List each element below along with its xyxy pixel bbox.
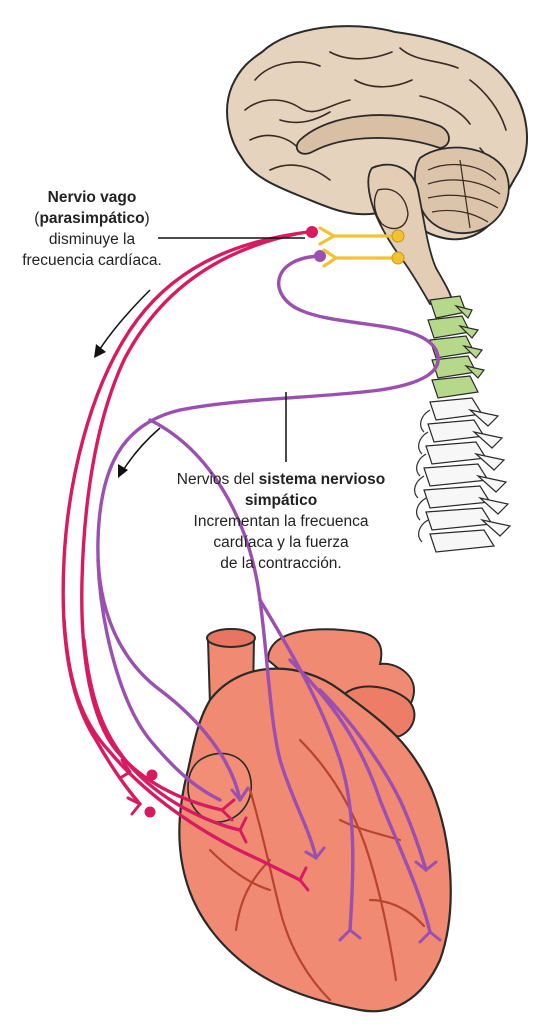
vagus-nerve-label: Nervio vago (parasimpático) disminuye la…: [6, 187, 178, 271]
vagus-line2: frecuencia cardíaca.: [22, 252, 162, 269]
cervical-vertebrae: [427, 295, 486, 399]
symp-line4: cardíaca y la fuerza: [213, 534, 349, 551]
heart-body: [178, 667, 452, 1013]
sympathetic-label: Nervios del sistema nervioso simpático I…: [150, 469, 412, 574]
corpus-callosum: [295, 114, 450, 155]
rib-stubs: [414, 409, 431, 543]
vagus-close-paren: ): [144, 210, 150, 227]
spine: [414, 295, 512, 553]
cerebellum-folia: [427, 159, 501, 229]
thoracic-vertebrae: [423, 397, 512, 553]
symp-line5: de la contracción.: [220, 555, 342, 572]
brain: [226, 25, 528, 305]
vagus-open-paren: (: [34, 210, 40, 227]
sympathetic-nerves: [96, 254, 440, 934]
synapse-forks: [318, 226, 398, 268]
vagus-ganglia: [144, 226, 318, 818]
arrowheads: [94, 344, 128, 478]
leader-lines: [158, 237, 305, 462]
synapse-nodes: [391, 229, 405, 265]
symp-prefix: Nervios del: [176, 471, 259, 488]
vagus-nerve: [61, 230, 310, 882]
sympathetic-terminals: [230, 786, 442, 944]
vagus-line1: disminuye la: [48, 231, 136, 248]
vagus-terminals: [118, 758, 310, 892]
vagus-title: Nervio vago: [47, 189, 137, 206]
symp-bold2: simpático: [244, 492, 318, 509]
heart: [178, 628, 452, 1013]
pons: [373, 188, 409, 230]
coronary-vessels: [208, 738, 426, 1002]
symp-bold1: sistema nervioso: [258, 471, 386, 488]
sympathetic-ganglion: [314, 250, 326, 262]
symp-line3: Incrementan la frecuenca: [193, 513, 369, 530]
vagus-type: parasimpático: [39, 210, 145, 227]
vena-cava-opening: [206, 628, 256, 648]
